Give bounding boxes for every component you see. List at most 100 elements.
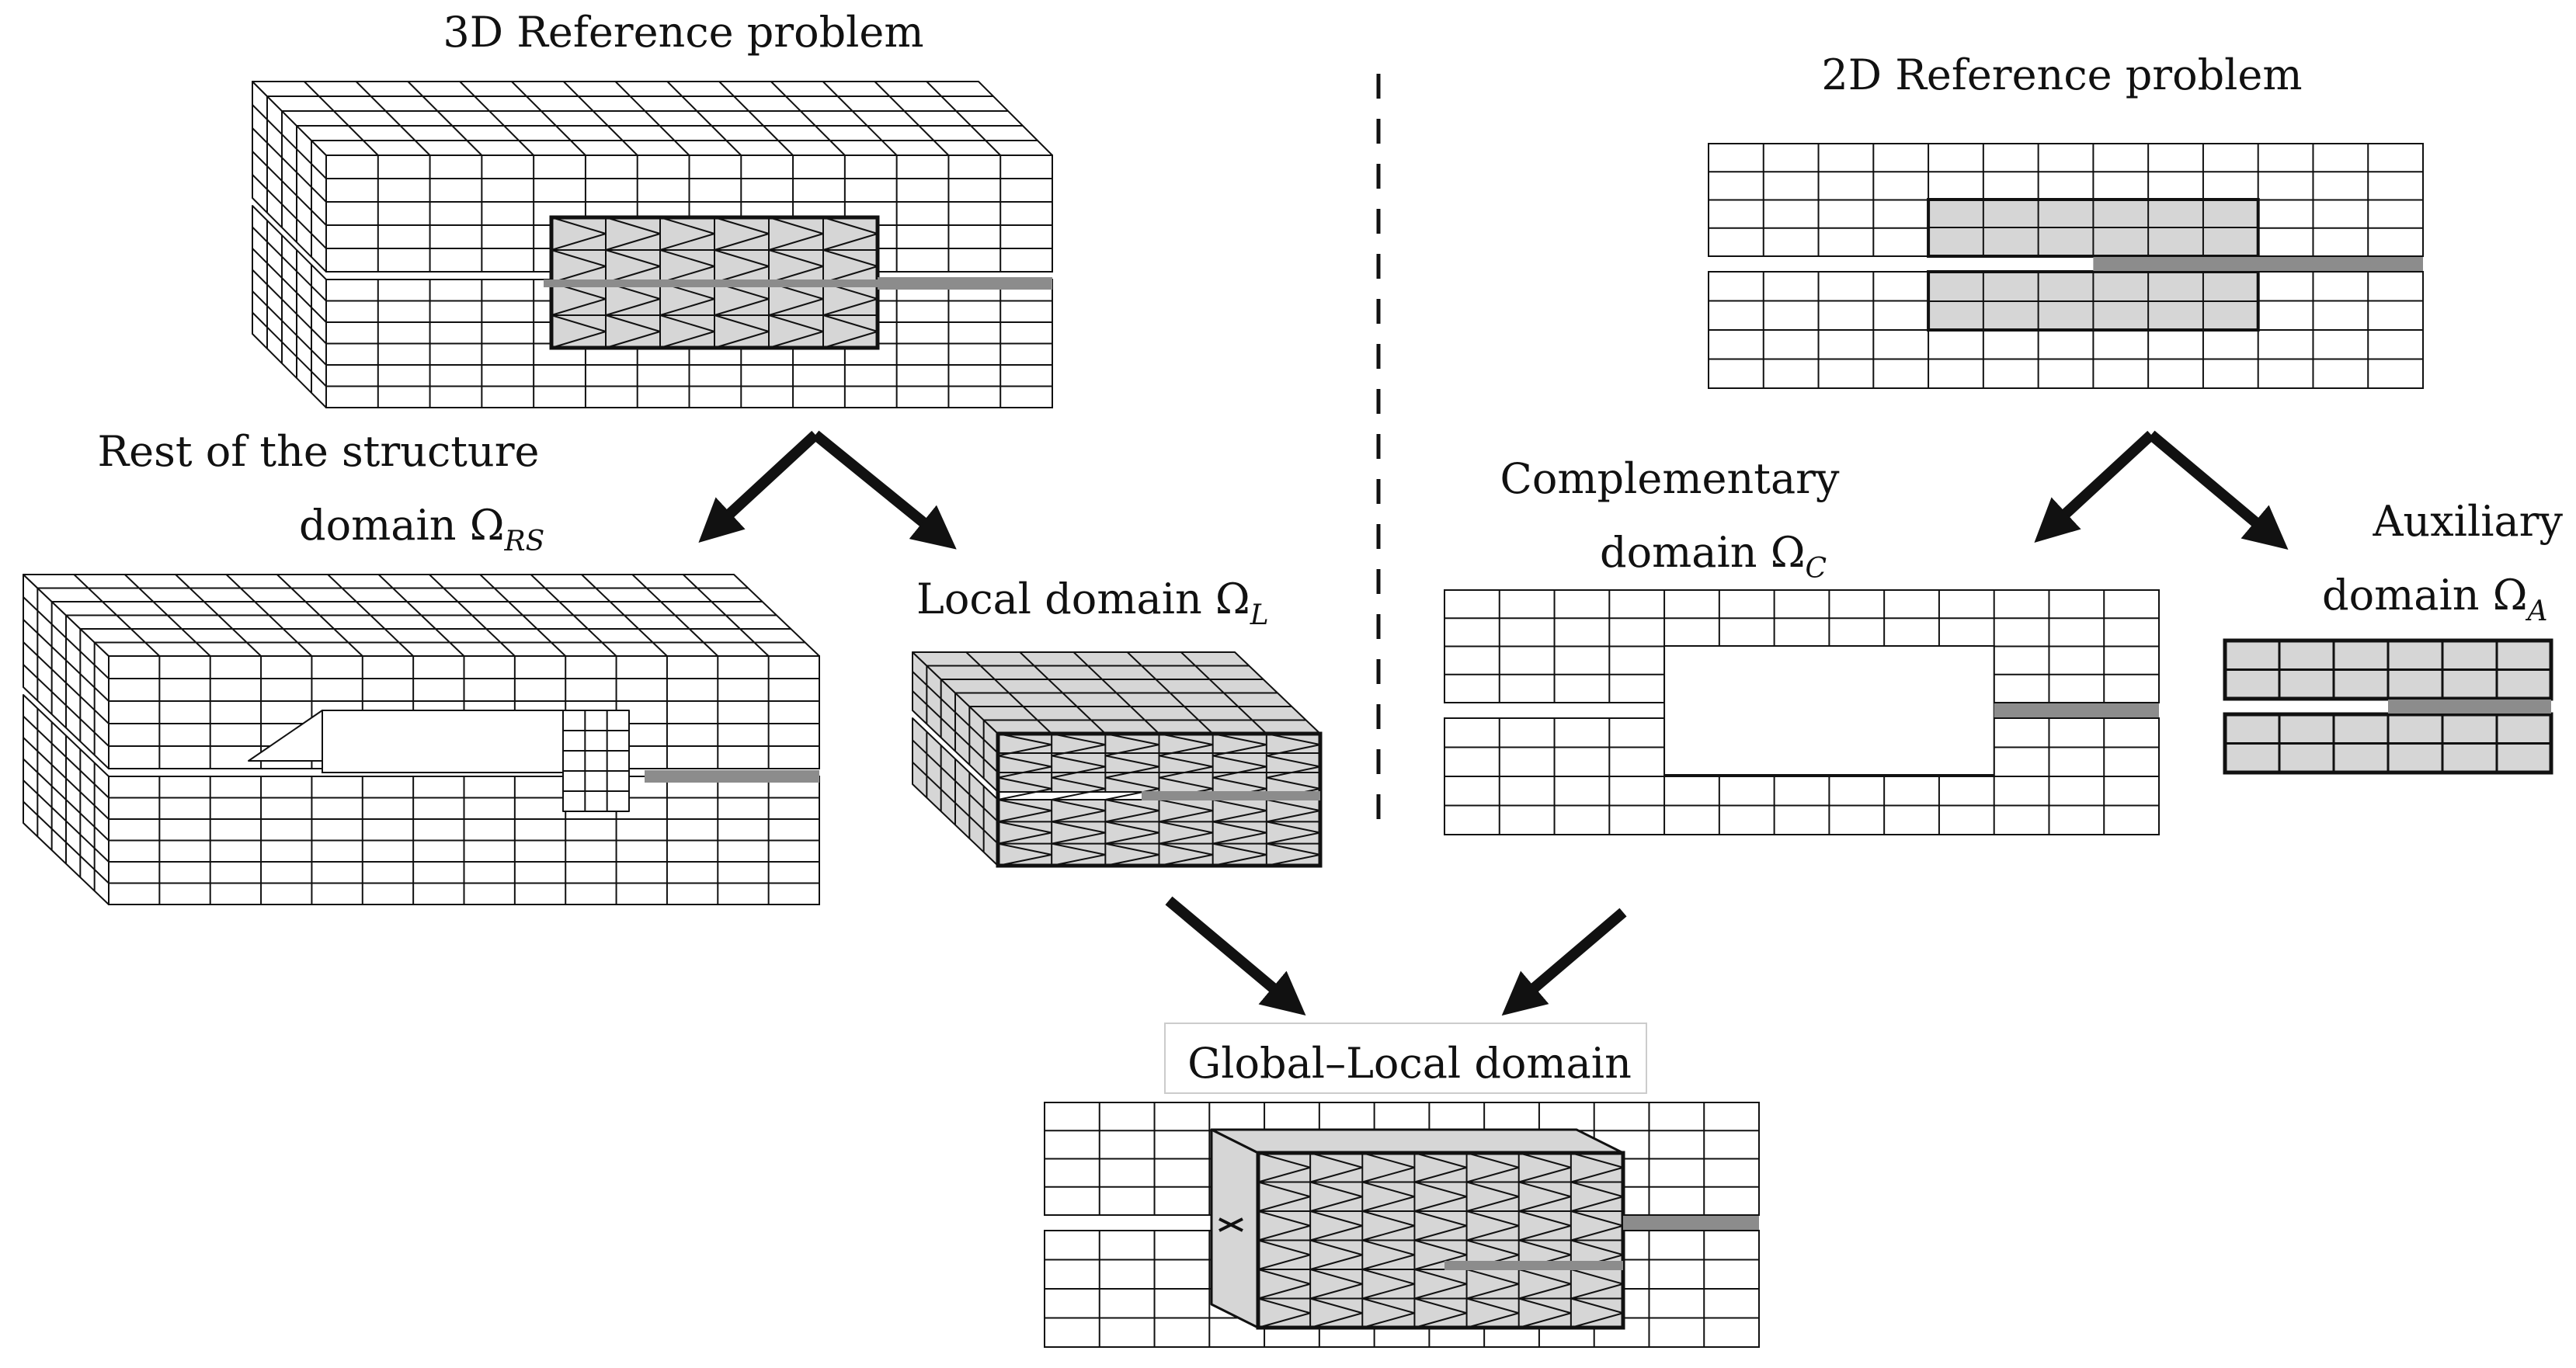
crack-line xyxy=(2388,700,2551,714)
local-block-side xyxy=(1210,1128,1260,1329)
mesh-line xyxy=(1105,821,1159,834)
mesh-line xyxy=(666,81,742,156)
mesh-line xyxy=(1362,1166,1415,1183)
local-domain-mesh xyxy=(912,651,1323,868)
ref2d-title: 2D Reference problem xyxy=(1821,50,2302,99)
mesh-line xyxy=(1212,810,1267,823)
arrow-to-rest-domain xyxy=(698,430,819,543)
mesh-line xyxy=(1570,1210,1624,1227)
mesh-line xyxy=(822,217,878,234)
mesh-line xyxy=(1309,1181,1363,1198)
auxiliary-domain-mesh xyxy=(2223,638,2553,775)
mesh-line xyxy=(605,233,661,251)
mesh-line xyxy=(1105,810,1159,823)
mesh-line xyxy=(1414,1210,1467,1227)
aux-label-line2: domain ΩA xyxy=(2322,571,2547,627)
mesh-line xyxy=(1051,810,1106,823)
comp-label-line2: domain ΩC xyxy=(1600,528,1827,585)
mesh-line xyxy=(822,314,878,332)
mesh-line xyxy=(1257,1196,1311,1212)
crack-line xyxy=(1623,1216,1759,1230)
mesh-line xyxy=(1466,1283,1519,1300)
mesh-line xyxy=(1414,1239,1467,1256)
mesh-line xyxy=(1266,755,1321,768)
mesh-line xyxy=(714,314,770,332)
mesh-line xyxy=(1570,1239,1624,1256)
mesh-line xyxy=(1212,766,1267,779)
mesh-line xyxy=(714,233,770,251)
mesh-line xyxy=(1051,821,1106,834)
mesh-line xyxy=(926,81,1001,156)
mesh-line xyxy=(1414,1283,1467,1300)
mesh-line xyxy=(1518,1239,1572,1256)
mesh-line xyxy=(1362,1297,1415,1314)
mesh-line xyxy=(1309,1269,1363,1285)
mesh-line xyxy=(1257,1152,1311,1168)
mesh-line xyxy=(1309,1224,1363,1241)
mesh-line xyxy=(1518,1210,1572,1227)
mesh-line xyxy=(822,81,898,156)
mesh-line xyxy=(1212,744,1267,757)
mesh-line xyxy=(659,233,715,251)
mesh-line xyxy=(551,314,607,332)
mesh-line xyxy=(1466,1166,1519,1183)
mesh-line xyxy=(1159,821,1213,834)
mesh-line xyxy=(997,842,1052,856)
mesh-line xyxy=(1414,1269,1467,1285)
mesh-line xyxy=(997,755,1052,768)
mesh-line xyxy=(1257,1166,1311,1183)
mesh-line xyxy=(1570,1152,1624,1168)
crack-line xyxy=(1142,791,1320,800)
mesh-line xyxy=(1051,832,1106,845)
mesh-line xyxy=(1414,1196,1467,1212)
crack-line xyxy=(1444,1261,1623,1270)
mesh-line xyxy=(822,298,878,316)
local-block-top xyxy=(1210,1128,1625,1154)
mesh-line xyxy=(1570,1269,1624,1285)
ref3d-title: 3D Reference problem xyxy=(443,8,923,57)
mesh-line xyxy=(1212,821,1267,834)
mesh-line xyxy=(1105,832,1159,845)
mesh-line xyxy=(252,311,327,387)
mesh-line xyxy=(1570,1224,1624,1241)
mesh-line xyxy=(770,81,846,156)
mesh-line xyxy=(1309,1312,1363,1328)
mesh-line xyxy=(1466,1196,1519,1212)
mesh-line xyxy=(1257,1312,1311,1328)
mesh-line xyxy=(1466,1269,1519,1285)
mesh-line xyxy=(1518,1166,1572,1183)
hollow-back-face xyxy=(322,710,564,773)
mesh-line xyxy=(714,298,770,316)
mesh-line xyxy=(1309,1283,1363,1300)
mesh-line xyxy=(997,744,1052,757)
mesh-line xyxy=(605,331,661,349)
mesh-line xyxy=(1257,1224,1311,1241)
mesh-line xyxy=(1570,1283,1624,1300)
mesh-line xyxy=(1266,810,1321,823)
local-block-outline xyxy=(1256,1151,1625,1330)
aux-label-line1: Auxiliary xyxy=(2372,497,2563,546)
mesh-line xyxy=(563,81,638,156)
mesh-line xyxy=(1362,1269,1415,1285)
mesh-line xyxy=(551,249,607,267)
mesh-line xyxy=(1518,1283,1572,1300)
mesh-line xyxy=(1570,1181,1624,1198)
mesh-line xyxy=(551,233,607,251)
mesh-line xyxy=(1570,1196,1624,1212)
mesh-line xyxy=(1105,787,1159,800)
mesh-line xyxy=(1105,776,1159,790)
mesh-line xyxy=(768,217,824,234)
mesh-line xyxy=(1466,1312,1519,1328)
mesh-line xyxy=(1105,755,1159,768)
arrow-to-auxiliary-domain xyxy=(2147,430,2289,550)
global-local-label-box xyxy=(1164,1023,1647,1094)
mesh-line xyxy=(1362,1224,1415,1241)
mesh-line xyxy=(1257,1297,1311,1314)
mesh-line xyxy=(605,314,661,332)
mesh-line xyxy=(659,298,715,316)
mesh-line xyxy=(1466,1152,1519,1168)
local-label: Local domain ΩL xyxy=(916,575,1269,631)
mesh-line xyxy=(659,217,715,234)
mesh-line xyxy=(1466,1224,1519,1241)
mesh-line xyxy=(1414,1152,1467,1168)
